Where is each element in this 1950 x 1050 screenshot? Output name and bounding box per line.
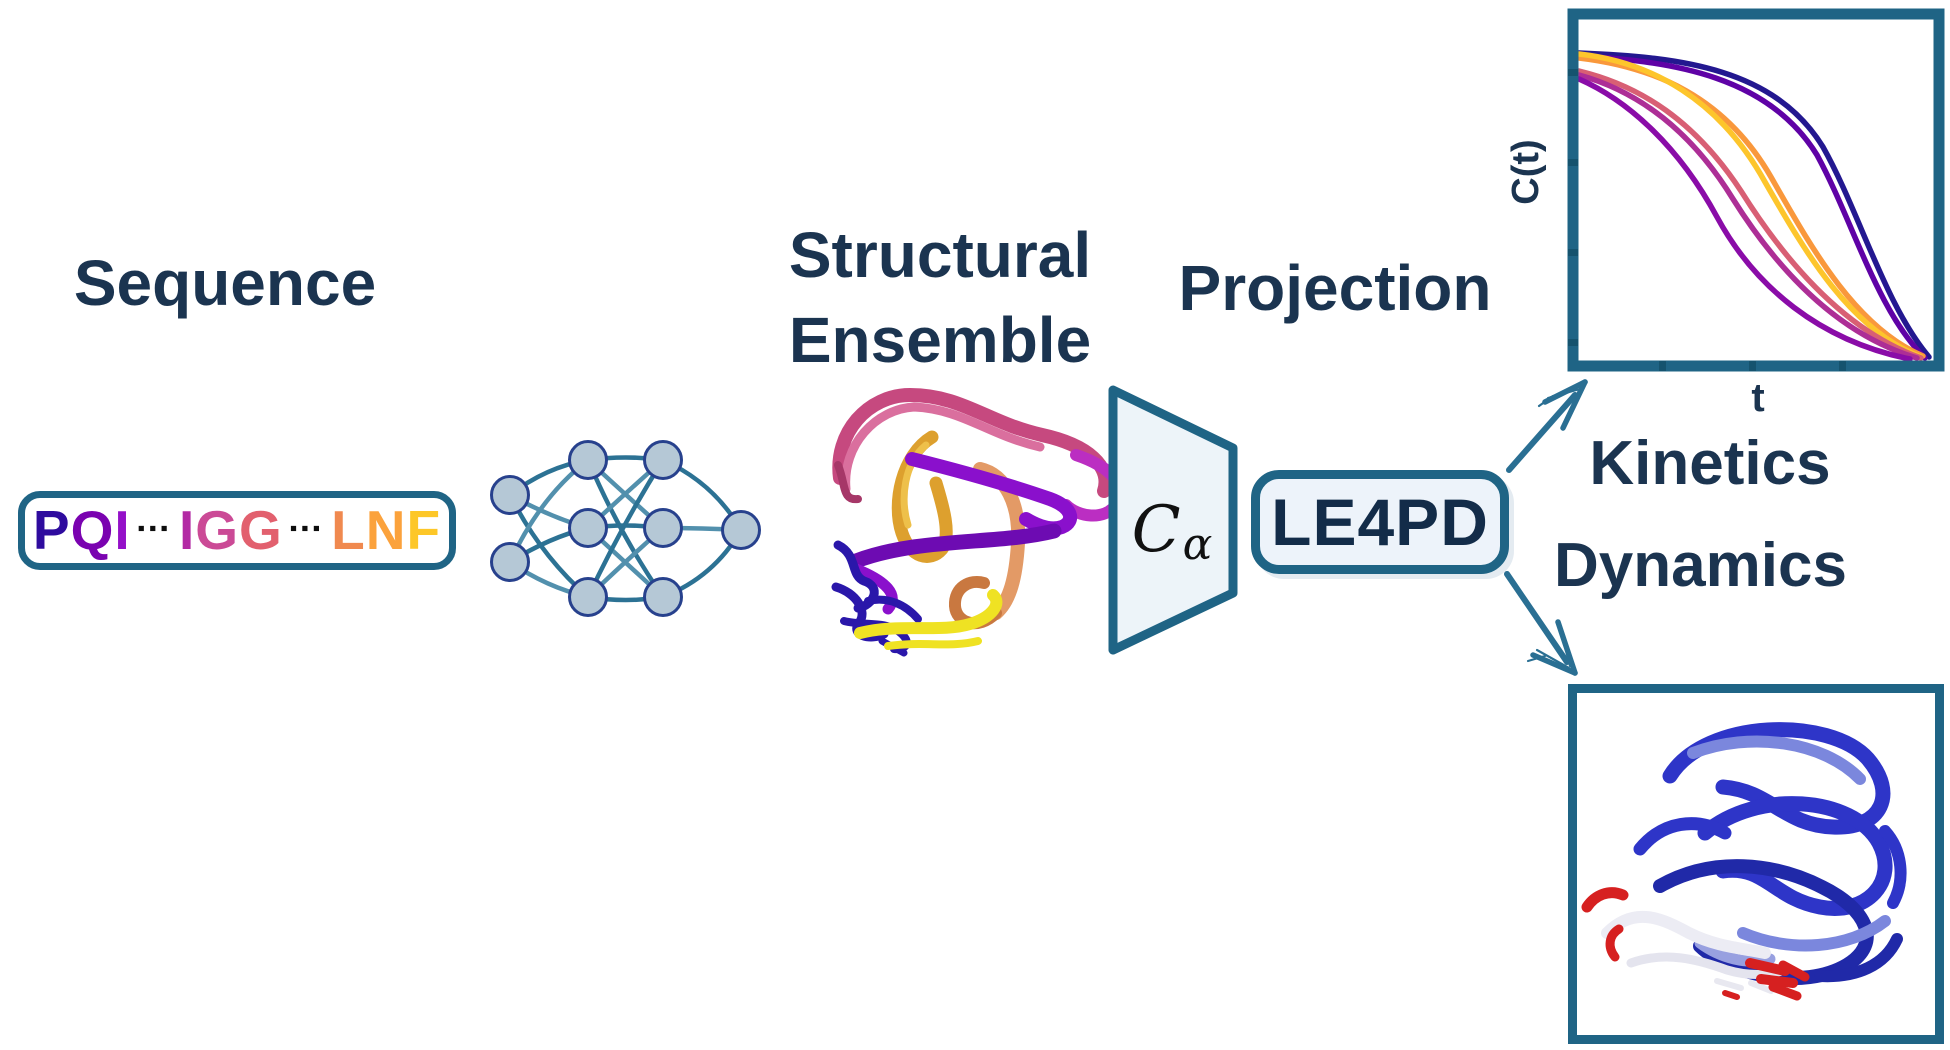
plot-xlabel: t xyxy=(1751,376,1765,420)
sequence-token: F xyxy=(406,499,442,561)
kinetics-label: Kinetics xyxy=(1589,429,1831,498)
projection-funnel xyxy=(1108,385,1238,655)
sequence-token: Q xyxy=(70,499,115,561)
dynamics-protein-image xyxy=(1568,684,1944,1044)
projection-title: Projection xyxy=(1178,252,1492,324)
sequence-token: ▪▪▪ xyxy=(137,517,172,540)
le4pd-box: LE4PD xyxy=(1251,470,1509,574)
dynamics-arrow xyxy=(1504,571,1578,676)
sequence-token: N xyxy=(365,499,407,561)
sequence-token: G xyxy=(195,499,240,561)
plot-ticks xyxy=(1568,69,1846,371)
structural-ensemble-image xyxy=(831,387,1126,657)
neural-network-icon xyxy=(490,440,761,617)
plot-ylabel: C(t) xyxy=(1505,139,1547,205)
correlation-curves xyxy=(1576,50,1932,362)
sequence-token: G xyxy=(239,499,283,561)
sequence-token: L xyxy=(331,499,366,561)
protein-frame xyxy=(1568,684,1944,1044)
projection-trapezoid-shape xyxy=(1108,385,1238,655)
ensemble-title-line2: Ensemble xyxy=(788,304,1092,376)
sequence-title: Sequence xyxy=(73,247,377,319)
network-nodes xyxy=(490,440,761,617)
sequence-token: I xyxy=(114,499,131,561)
network-edges xyxy=(507,455,744,603)
output-arrows xyxy=(1504,379,1588,676)
c-alpha-main: C xyxy=(1131,493,1181,567)
sequence-token: P xyxy=(32,499,71,561)
c-alpha-subscript: α xyxy=(1182,518,1213,570)
ensemble-title: Structural Ensemble xyxy=(755,213,1125,383)
ensemble-title-line1: Structural xyxy=(788,219,1092,291)
sequence-token: ▪▪▪ xyxy=(289,517,325,540)
sequence-token: I xyxy=(178,499,196,561)
dynamics-label: Dynamics xyxy=(1554,531,1847,600)
kinetics-arrow xyxy=(1506,379,1588,473)
le4pd-label: LE4PD xyxy=(1271,485,1489,559)
kinetics-plot xyxy=(1567,8,1945,372)
